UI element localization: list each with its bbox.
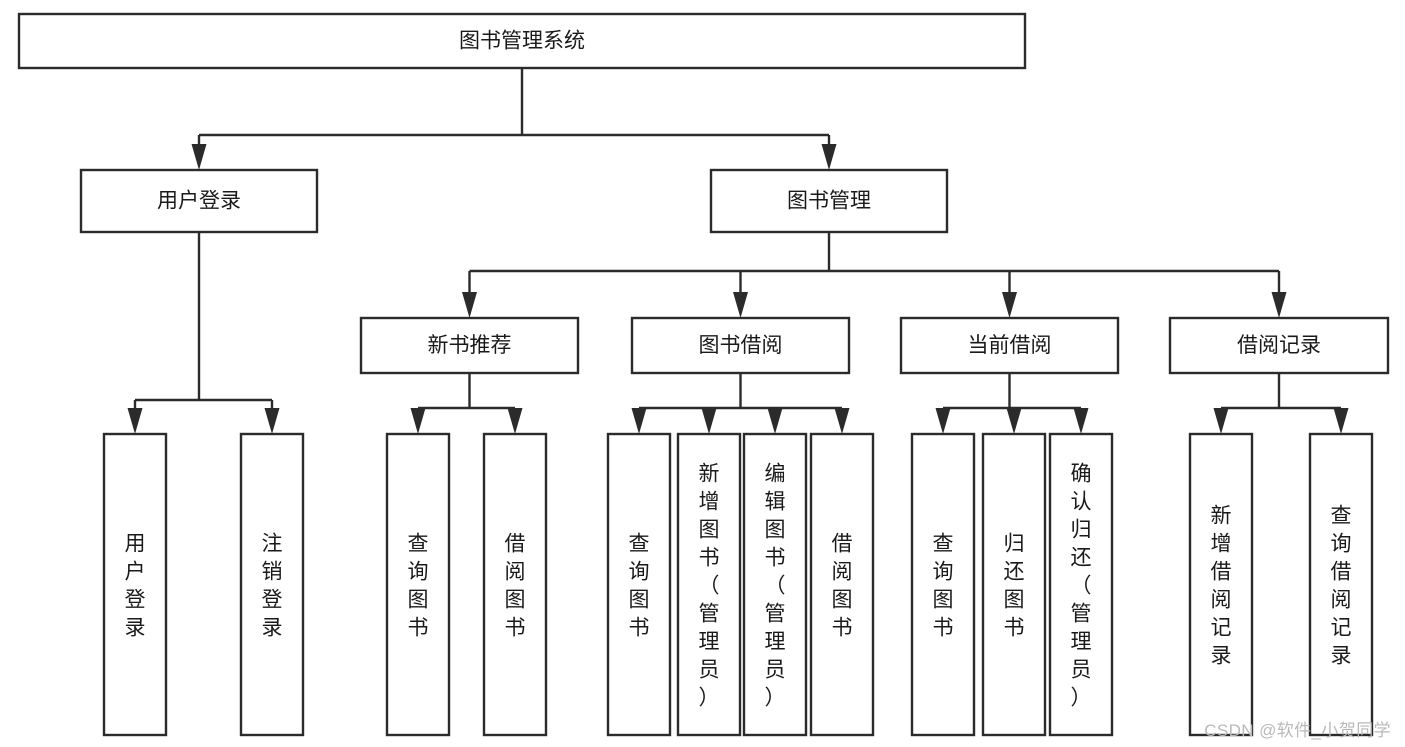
node-box-leaf-query-book-3 xyxy=(910,432,976,737)
node-label-root: 图书管理系统 xyxy=(459,30,585,53)
arrowhead-current-borrow xyxy=(1002,292,1017,318)
node-leaf-return-book[interactable]: 归还图书 xyxy=(981,432,1047,737)
node-leaf-edit-book[interactable]: 编辑图书（管理员） xyxy=(742,432,808,737)
node-box-leaf-edit-book xyxy=(742,432,808,737)
arrowhead-leaf-borrow-book-2 xyxy=(834,408,850,434)
node-leaf-logout[interactable]: 注销登录 xyxy=(239,432,305,737)
node-box-borrow-record xyxy=(1168,316,1390,375)
node-label-leaf-user-login: 用户登录 xyxy=(125,532,146,639)
node-label-leaf-borrow-book-2: 借阅图书 xyxy=(832,532,853,639)
arrowhead-leaf-edit-book xyxy=(767,408,783,434)
arrowhead-leaf-query-book-2 xyxy=(631,408,647,434)
node-label-leaf-query-book-2: 查询图书 xyxy=(629,532,650,639)
node-box-leaf-return-book xyxy=(981,432,1047,737)
node-box-leaf-confirm-return xyxy=(1048,432,1114,737)
arrowhead-leaf-user-login xyxy=(127,408,143,434)
node-leaf-user-login[interactable]: 用户登录 xyxy=(102,432,168,737)
arrowhead-leaf-query-record xyxy=(1333,408,1349,434)
node-label-leaf-query-record: 查询借阅记录 xyxy=(1331,504,1352,667)
node-label-leaf-add-record: 新增借阅记录 xyxy=(1211,504,1232,667)
node-box-user-login xyxy=(79,168,319,234)
node-label-book-manage: 图书管理 xyxy=(787,190,871,213)
node-leaf-add-record[interactable]: 新增借阅记录 xyxy=(1188,432,1254,737)
node-box-leaf-query-book-2 xyxy=(606,432,672,737)
connector-layer xyxy=(127,68,1349,434)
node-label-leaf-add-book: 新增图书（管理员） xyxy=(699,462,720,709)
node-box-leaf-query-record xyxy=(1308,432,1374,737)
arrowhead-book-manage xyxy=(821,144,837,170)
node-borrow-record[interactable]: 借阅记录 xyxy=(1168,316,1390,375)
node-label-book-borrow: 图书借阅 xyxy=(699,334,783,357)
node-book-manage[interactable]: 图书管理 xyxy=(709,168,949,234)
node-box-leaf-add-record xyxy=(1188,432,1254,737)
node-leaf-query-book-1[interactable]: 查询图书 xyxy=(385,432,451,737)
node-label-leaf-confirm-return: 确认归还（管理员） xyxy=(1071,462,1092,709)
node-leaf-query-record[interactable]: 查询借阅记录 xyxy=(1308,432,1374,737)
node-box-leaf-borrow-book-1 xyxy=(482,432,548,737)
node-box-leaf-borrow-book-2 xyxy=(809,432,875,737)
node-box-leaf-user-login xyxy=(102,432,168,737)
node-box-leaf-logout xyxy=(239,432,305,737)
node-box-new-book-rec xyxy=(359,316,580,375)
node-layer: 图书管理系统用户登录图书管理新书推荐图书借阅当前借阅借阅记录用户登录注销登录查询… xyxy=(17,12,1390,737)
node-user-login[interactable]: 用户登录 xyxy=(79,168,319,234)
arrowhead-leaf-query-book-3 xyxy=(935,408,951,434)
arrowhead-leaf-query-book-1 xyxy=(410,408,426,434)
node-label-leaf-return-book: 归还图书 xyxy=(1004,532,1025,639)
node-box-leaf-add-book xyxy=(676,432,742,737)
node-label-leaf-logout: 注销登录 xyxy=(262,532,283,639)
node-leaf-confirm-return[interactable]: 确认归还（管理员） xyxy=(1048,432,1114,737)
node-label-leaf-edit-book: 编辑图书（管理员） xyxy=(765,462,786,709)
node-leaf-borrow-book-1[interactable]: 借阅图书 xyxy=(482,432,548,737)
arrowhead-leaf-confirm-return xyxy=(1073,408,1089,434)
arrowhead-leaf-add-record xyxy=(1213,408,1229,434)
arrowhead-book-borrow xyxy=(733,292,748,318)
arrowhead-leaf-return-book xyxy=(1006,408,1022,434)
node-label-borrow-record: 借阅记录 xyxy=(1237,334,1321,357)
arrowhead-borrow-record xyxy=(1271,292,1287,318)
node-box-current-borrow xyxy=(899,316,1120,375)
arrowhead-new-book-rec xyxy=(462,292,477,318)
node-label-leaf-query-book-3: 查询图书 xyxy=(933,532,954,639)
arrowhead-leaf-add-book xyxy=(701,408,717,434)
arrowhead-leaf-logout xyxy=(264,408,280,434)
node-label-leaf-query-book-1: 查询图书 xyxy=(408,532,429,639)
arrowhead-user-login xyxy=(191,144,207,170)
node-leaf-add-book[interactable]: 新增图书（管理员） xyxy=(676,432,742,737)
node-box-leaf-query-book-1 xyxy=(385,432,451,737)
node-new-book-rec[interactable]: 新书推荐 xyxy=(359,316,580,375)
node-label-new-book-rec: 新书推荐 xyxy=(428,334,512,357)
node-leaf-borrow-book-2[interactable]: 借阅图书 xyxy=(809,432,875,737)
node-current-borrow[interactable]: 当前借阅 xyxy=(899,316,1120,375)
arrowhead-leaf-borrow-book-1 xyxy=(507,408,523,434)
node-leaf-query-book-3[interactable]: 查询图书 xyxy=(910,432,976,737)
node-root[interactable]: 图书管理系统 xyxy=(17,12,1027,70)
node-book-borrow[interactable]: 图书借阅 xyxy=(630,316,851,375)
node-label-leaf-borrow-book-1: 借阅图书 xyxy=(505,532,526,639)
node-leaf-query-book-2[interactable]: 查询图书 xyxy=(606,432,672,737)
node-label-user-login: 用户登录 xyxy=(157,190,241,213)
node-box-book-borrow xyxy=(630,316,851,375)
node-label-current-borrow: 当前借阅 xyxy=(968,334,1052,357)
node-box-book-manage xyxy=(709,168,949,234)
node-box-root xyxy=(17,12,1027,70)
